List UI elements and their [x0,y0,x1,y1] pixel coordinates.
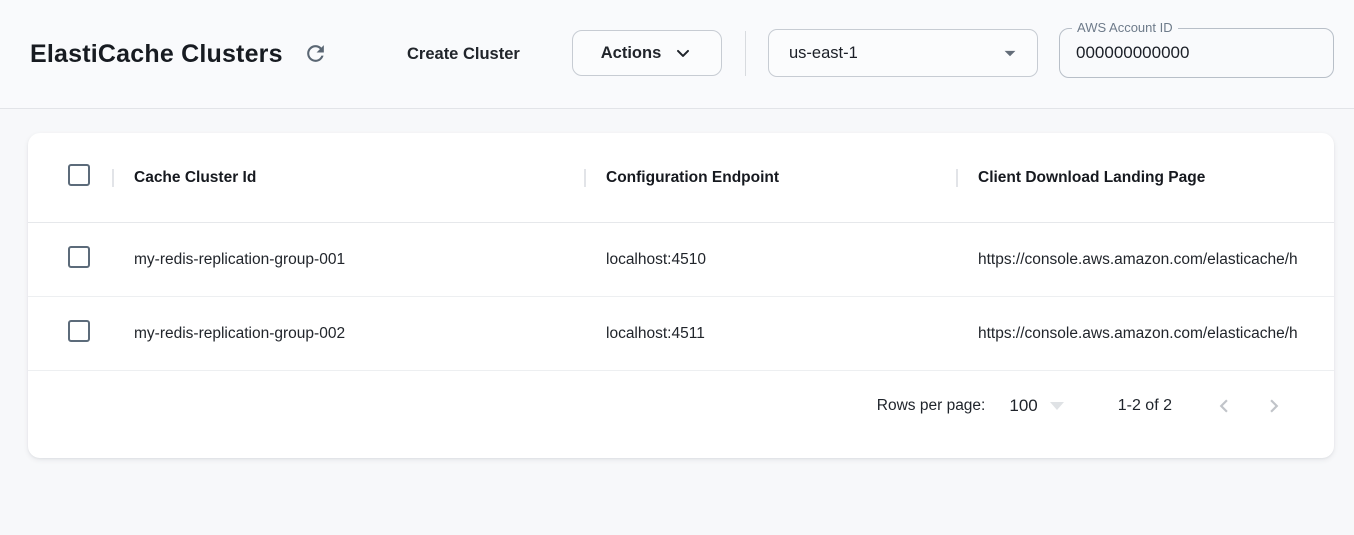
table-pagination: Rows per page: 100 1-2 of 2 [28,371,1334,441]
rows-per-page-select[interactable]: 100 [1009,396,1063,416]
top-bar: ElastiCache Clusters Create Cluster Acti… [0,0,1354,109]
configuration-endpoint-value: localhost:4511 [584,325,956,343]
chevron-left-icon [1211,393,1237,419]
clusters-table-card: Cache Cluster Id Configuration Endpoint … [28,133,1334,458]
aws-account-id-field: AWS Account ID [1059,28,1334,78]
pagination-range-label: 1-2 of 2 [1118,397,1172,415]
row-checkbox-cell [68,320,112,347]
dropdown-arrow-icon [1050,402,1064,410]
actions-button[interactable]: Actions [572,30,722,76]
chevron-right-icon [1261,393,1287,419]
column-header-client-download-landing-page: Client Download Landing Page [956,169,1334,187]
header-checkbox-cell [68,164,112,191]
region-select[interactable]: us-east-1 [768,29,1038,77]
column-header-configuration-endpoint: Configuration Endpoint [584,169,956,187]
column-header-cache-cluster-id: Cache Cluster Id [112,169,584,187]
table-row: my-redis-replication-group-001 localhost… [28,223,1334,297]
select-all-checkbox[interactable] [68,164,90,186]
configuration-endpoint-value: localhost:4510 [584,251,956,269]
page-title: ElastiCache Clusters [30,40,283,69]
region-select-value: us-east-1 [789,44,997,63]
client-download-landing-page-value: https://console.aws.amazon.com/elasticac… [956,251,1334,269]
previous-page-button[interactable] [1204,386,1244,426]
aws-account-id-input[interactable] [1060,29,1333,77]
topbar-divider [745,31,746,76]
table-header-row: Cache Cluster Id Configuration Endpoint … [28,133,1334,223]
refresh-button[interactable] [300,40,330,70]
row-checkbox[interactable] [68,320,90,342]
chevron-down-icon [673,43,693,63]
table-row: my-redis-replication-group-002 localhost… [28,297,1334,371]
cache-cluster-id-link[interactable]: my-redis-replication-group-001 [112,251,584,269]
row-checkbox-cell [68,246,112,273]
refresh-icon [303,41,328,69]
aws-account-id-label: AWS Account ID [1072,20,1178,35]
row-checkbox[interactable] [68,246,90,268]
dropdown-arrow-icon [997,40,1023,66]
next-page-button[interactable] [1254,386,1294,426]
actions-button-label: Actions [601,44,662,63]
client-download-landing-page-value: https://console.aws.amazon.com/elasticac… [956,325,1334,343]
rows-per-page-label: Rows per page: [877,397,986,415]
create-cluster-button[interactable]: Create Cluster [407,0,520,109]
cache-cluster-id-link[interactable]: my-redis-replication-group-002 [112,325,584,343]
rows-per-page-value: 100 [1009,396,1037,416]
